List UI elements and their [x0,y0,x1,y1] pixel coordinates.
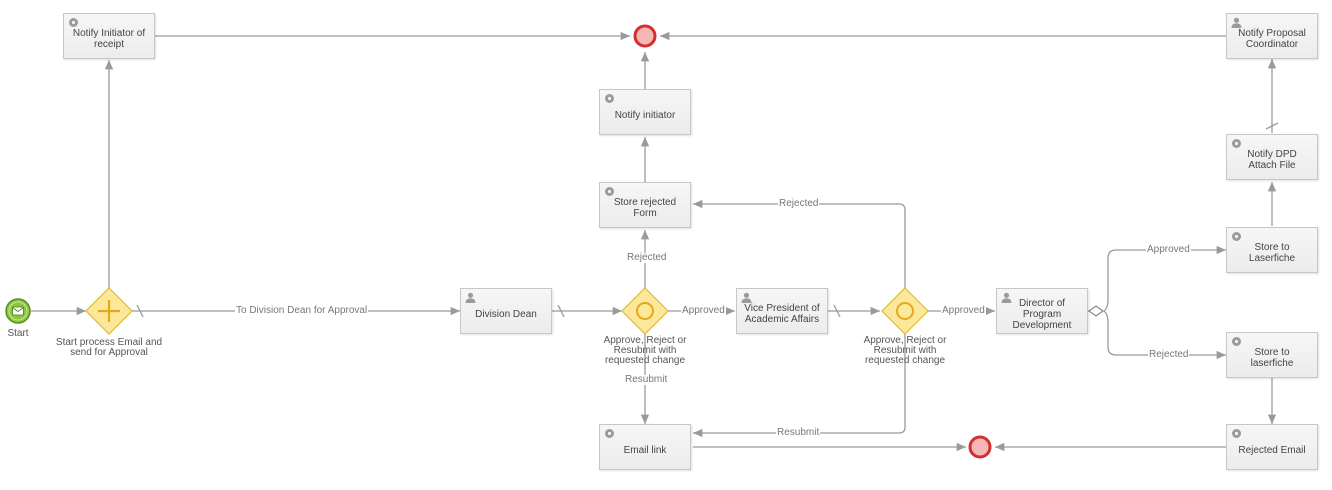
end-event-top[interactable] [633,24,657,48]
gateway-dean-decision[interactable] [621,287,669,335]
default-flow-marker [833,304,841,318]
gear-icon [1231,138,1242,149]
default-flow-marker [1265,122,1279,130]
gear-icon [68,17,79,28]
task-label: Notify Proposal Coordinator [1238,28,1306,50]
task-store-rejected-form[interactable]: Store rejected Form [599,182,691,228]
task-label: Store rejected Form [613,197,677,219]
event-circle-icon [896,302,914,320]
task-store-to-laserfiche-rejected[interactable]: Store to laserfiche [1226,332,1318,378]
task-notify-initiator[interactable]: Notify initiator [599,89,691,135]
default-flow-marker [136,304,144,318]
gateway-vp-decision-label: Approve, Reject or Resubmit with request… [863,335,947,366]
task-label: Store to laserfiche [1250,347,1294,369]
task-notify-dpd-attach-file[interactable]: Notify DPD Attach File [1226,134,1318,180]
start-event[interactable] [5,298,31,324]
gear-icon [1231,428,1242,439]
task-email-link[interactable]: Email link [599,424,691,470]
task-notify-initiator-of-receipt[interactable]: Notify Initiator of receipt [63,13,155,59]
flow-label-vp-rejected: Rejected [778,198,820,209]
task-label: Notify initiator [614,109,676,121]
flow-label-vp-resubmit: Resubmit [776,427,821,438]
gear-icon [604,93,615,104]
task-vice-president[interactable]: Vice President of Academic Affairs [736,288,828,334]
user-icon [1231,17,1242,28]
gear-icon [604,428,615,439]
task-label: Store to Laserfiche [1248,242,1296,264]
task-label: Notify Initiator of receipt [72,28,146,50]
default-flow-marker [557,304,565,318]
flow-label-director-approved: Approved [1146,244,1191,255]
parallel-plus-icon [98,300,120,322]
task-label: Director of Program Development [1012,297,1072,331]
envelope-icon [12,306,24,316]
user-icon [465,292,476,303]
flow-label-director-rejected: Rejected [1148,349,1190,360]
task-label: Notify DPD Attach File [1247,149,1297,171]
end-event-bottom[interactable] [968,435,992,459]
diamond-icon [1087,305,1105,317]
flow-label-dean-resubmit: Resubmit [624,374,669,385]
flow-director-approved[interactable] [1103,245,1226,312]
user-icon [741,292,752,303]
flow-label-to-division-dean: To Division Dean for Approval [235,305,369,316]
gear-icon [1231,336,1242,347]
event-circle-icon [636,302,654,320]
gear-icon [604,186,615,197]
flow-vp-resubmit[interactable] [693,334,906,438]
flow-label-dean-approved: Approved [681,305,726,316]
task-rejected-email[interactable]: Rejected Email [1226,424,1318,470]
gateway-dean-decision-label: Approve, Reject or Resubmit with request… [603,335,687,366]
user-icon [1001,292,1012,303]
gateway-start-process[interactable] [85,287,133,335]
gateway-vp-decision[interactable] [881,287,929,335]
task-division-dean[interactable]: Division Dean [460,288,552,334]
flow-director-rejected[interactable] [1103,310,1226,360]
task-label: Rejected Email [1238,444,1306,456]
task-label: Email link [623,444,667,456]
task-notify-proposal-coordinator[interactable]: Notify Proposal Coordinator [1226,13,1318,59]
task-director-program-development[interactable]: Director of Program Development [996,288,1088,334]
flow-vp-rejected[interactable] [693,199,906,288]
start-event-label: Start [7,328,29,339]
task-label: Vice President of Academic Affairs [744,303,820,325]
flow-label-vp-approved: Approved [941,305,986,316]
task-store-to-laserfiche-approved[interactable]: Store to Laserfiche [1226,227,1318,273]
gateway-start-process-label: Start process Email and send for Approva… [55,337,163,358]
flow-label-dean-rejected: Rejected [626,252,668,263]
gear-icon [1231,231,1242,242]
task-label: Division Dean [475,308,537,320]
